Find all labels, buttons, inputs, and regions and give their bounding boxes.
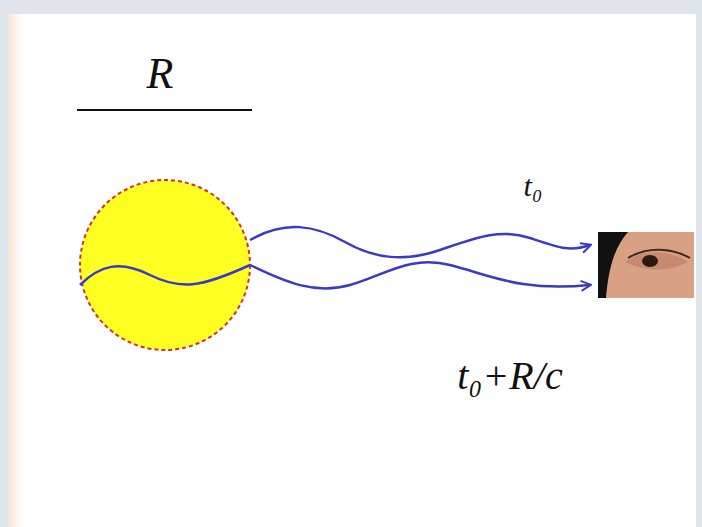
time-label: t₀	[524, 171, 543, 201]
wave-arrow	[250, 227, 590, 257]
wave-arrow	[250, 262, 590, 288]
dimension-label: R	[147, 52, 174, 96]
panel-edge	[8, 14, 22, 527]
underline	[77, 109, 252, 111]
eye-picture	[598, 232, 694, 298]
wave-inside	[80, 265, 250, 285]
sphere	[80, 180, 250, 350]
time-label: t₀+R/c	[457, 356, 562, 396]
panel	[8, 14, 696, 527]
